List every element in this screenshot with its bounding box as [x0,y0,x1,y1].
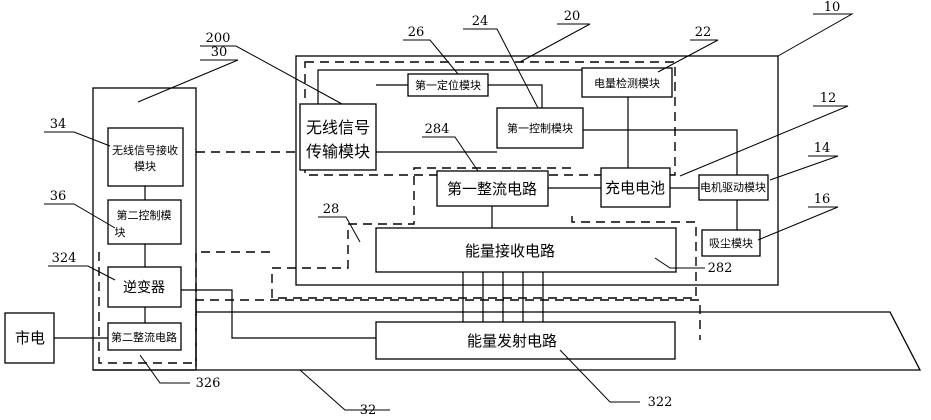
ref-200: 200 [206,31,231,46]
ref-24: 24 [472,14,489,29]
wireless-tx-label-1: 无线信号 [306,118,370,137]
leader-22 [657,39,719,73]
ref-324: 324 [52,251,77,266]
dashed-region-32 [98,252,701,364]
wireless-tx-module: 无线信号 传输模块 [299,103,377,171]
leader-20 [519,23,591,63]
second-control-label-2: 块 [115,226,126,239]
leader-284 [422,136,479,172]
first-positioning-module: 第一定位模块 [407,73,489,97]
leader-200 [200,45,343,105]
wire-bus-top [317,69,658,104]
power-detection-module: 电量检测模块 [581,67,673,98]
leader-28 [318,216,361,243]
second-control-label-1: 第二控制模 [117,208,172,222]
ref-26: 26 [408,25,425,40]
wireless-rx-label-1: 无线信号接收 [112,143,178,157]
charging-battery-label: 充电电池 [605,179,665,197]
ref-284: 284 [425,122,450,137]
leader-24 [463,28,539,109]
wireless-tx-label-2: 传输模块 [306,142,370,161]
energy-transmit-label: 能量发射电路 [467,332,557,350]
ref-28: 28 [323,202,340,217]
leader-16 [757,206,839,241]
ref-14: 14 [814,141,831,156]
first-positioning-label: 第一定位模块 [415,78,481,92]
inverter: 逆变器 [107,266,182,308]
wire-inverter-transmit [181,289,376,339]
ref-32: 32 [360,403,377,418]
ref-16: 16 [814,192,831,207]
leader-32 [299,369,390,411]
ref-10: 10 [824,0,841,15]
first-rectifier-circuit: 第一整流电路 [436,170,549,207]
leader-30 [137,59,239,103]
leader-14 [769,155,839,181]
first-control-label: 第一控制模块 [507,121,573,135]
ref-326: 326 [196,376,221,391]
ref-20: 20 [564,9,581,24]
leader-326 [139,354,190,384]
leader-282 [654,257,705,269]
ref-282: 282 [708,261,733,276]
second-control-module: 第二控制模 块 [107,199,182,245]
ref-34: 34 [50,117,67,132]
leader-324 [48,265,116,281]
first-rectifier-label: 第一整流电路 [447,180,537,198]
dashed-link-28 [195,251,270,370]
leader-322 [559,349,640,403]
ref-22: 22 [695,25,712,40]
energy-transmit-circuit: 能量发射电路 [375,321,676,360]
dashed-region-28 [271,167,697,299]
motor-drive-label: 电机驱动模块 [700,180,766,194]
charging-battery: 充电电池 [600,167,671,208]
second-rectifier-circuit: 第二整流电路 [107,322,182,351]
dust-suction-module: 吸尘模块 [701,229,761,257]
leader-34 [44,131,111,147]
leader-12 [679,105,849,177]
leader-36 [44,203,116,229]
ref-36: 36 [50,189,67,204]
first-control-module: 第一控制模块 [496,107,584,149]
ref-12: 12 [820,91,837,106]
leader-26 [403,39,459,75]
inverter-label: 逆变器 [123,280,165,296]
wire-control-motor [583,129,738,175]
wireless-rx-label-2: 模块 [134,160,156,173]
energy-receive-label: 能量接收电路 [465,242,555,260]
motor-drive-module: 电机驱动模块 [698,174,769,201]
ref-322: 322 [648,395,673,410]
power-detection-label: 电量检测模块 [594,76,660,90]
mains-power: 市电 [4,312,55,364]
robot-frame-10 [295,55,779,286]
energy-receive-circuit: 能量接收电路 [375,227,677,273]
ref-30: 30 [211,45,228,60]
mains-label: 市电 [15,329,45,347]
coupling-lines [462,272,544,322]
leader-10 [777,13,854,57]
second-rectifier-label: 第二整流电路 [111,330,177,344]
dust-suction-label: 吸尘模块 [709,237,753,250]
wire-positioning-control [488,84,543,108]
wireless-rx-module: 无线信号接收 模块 [107,127,184,187]
